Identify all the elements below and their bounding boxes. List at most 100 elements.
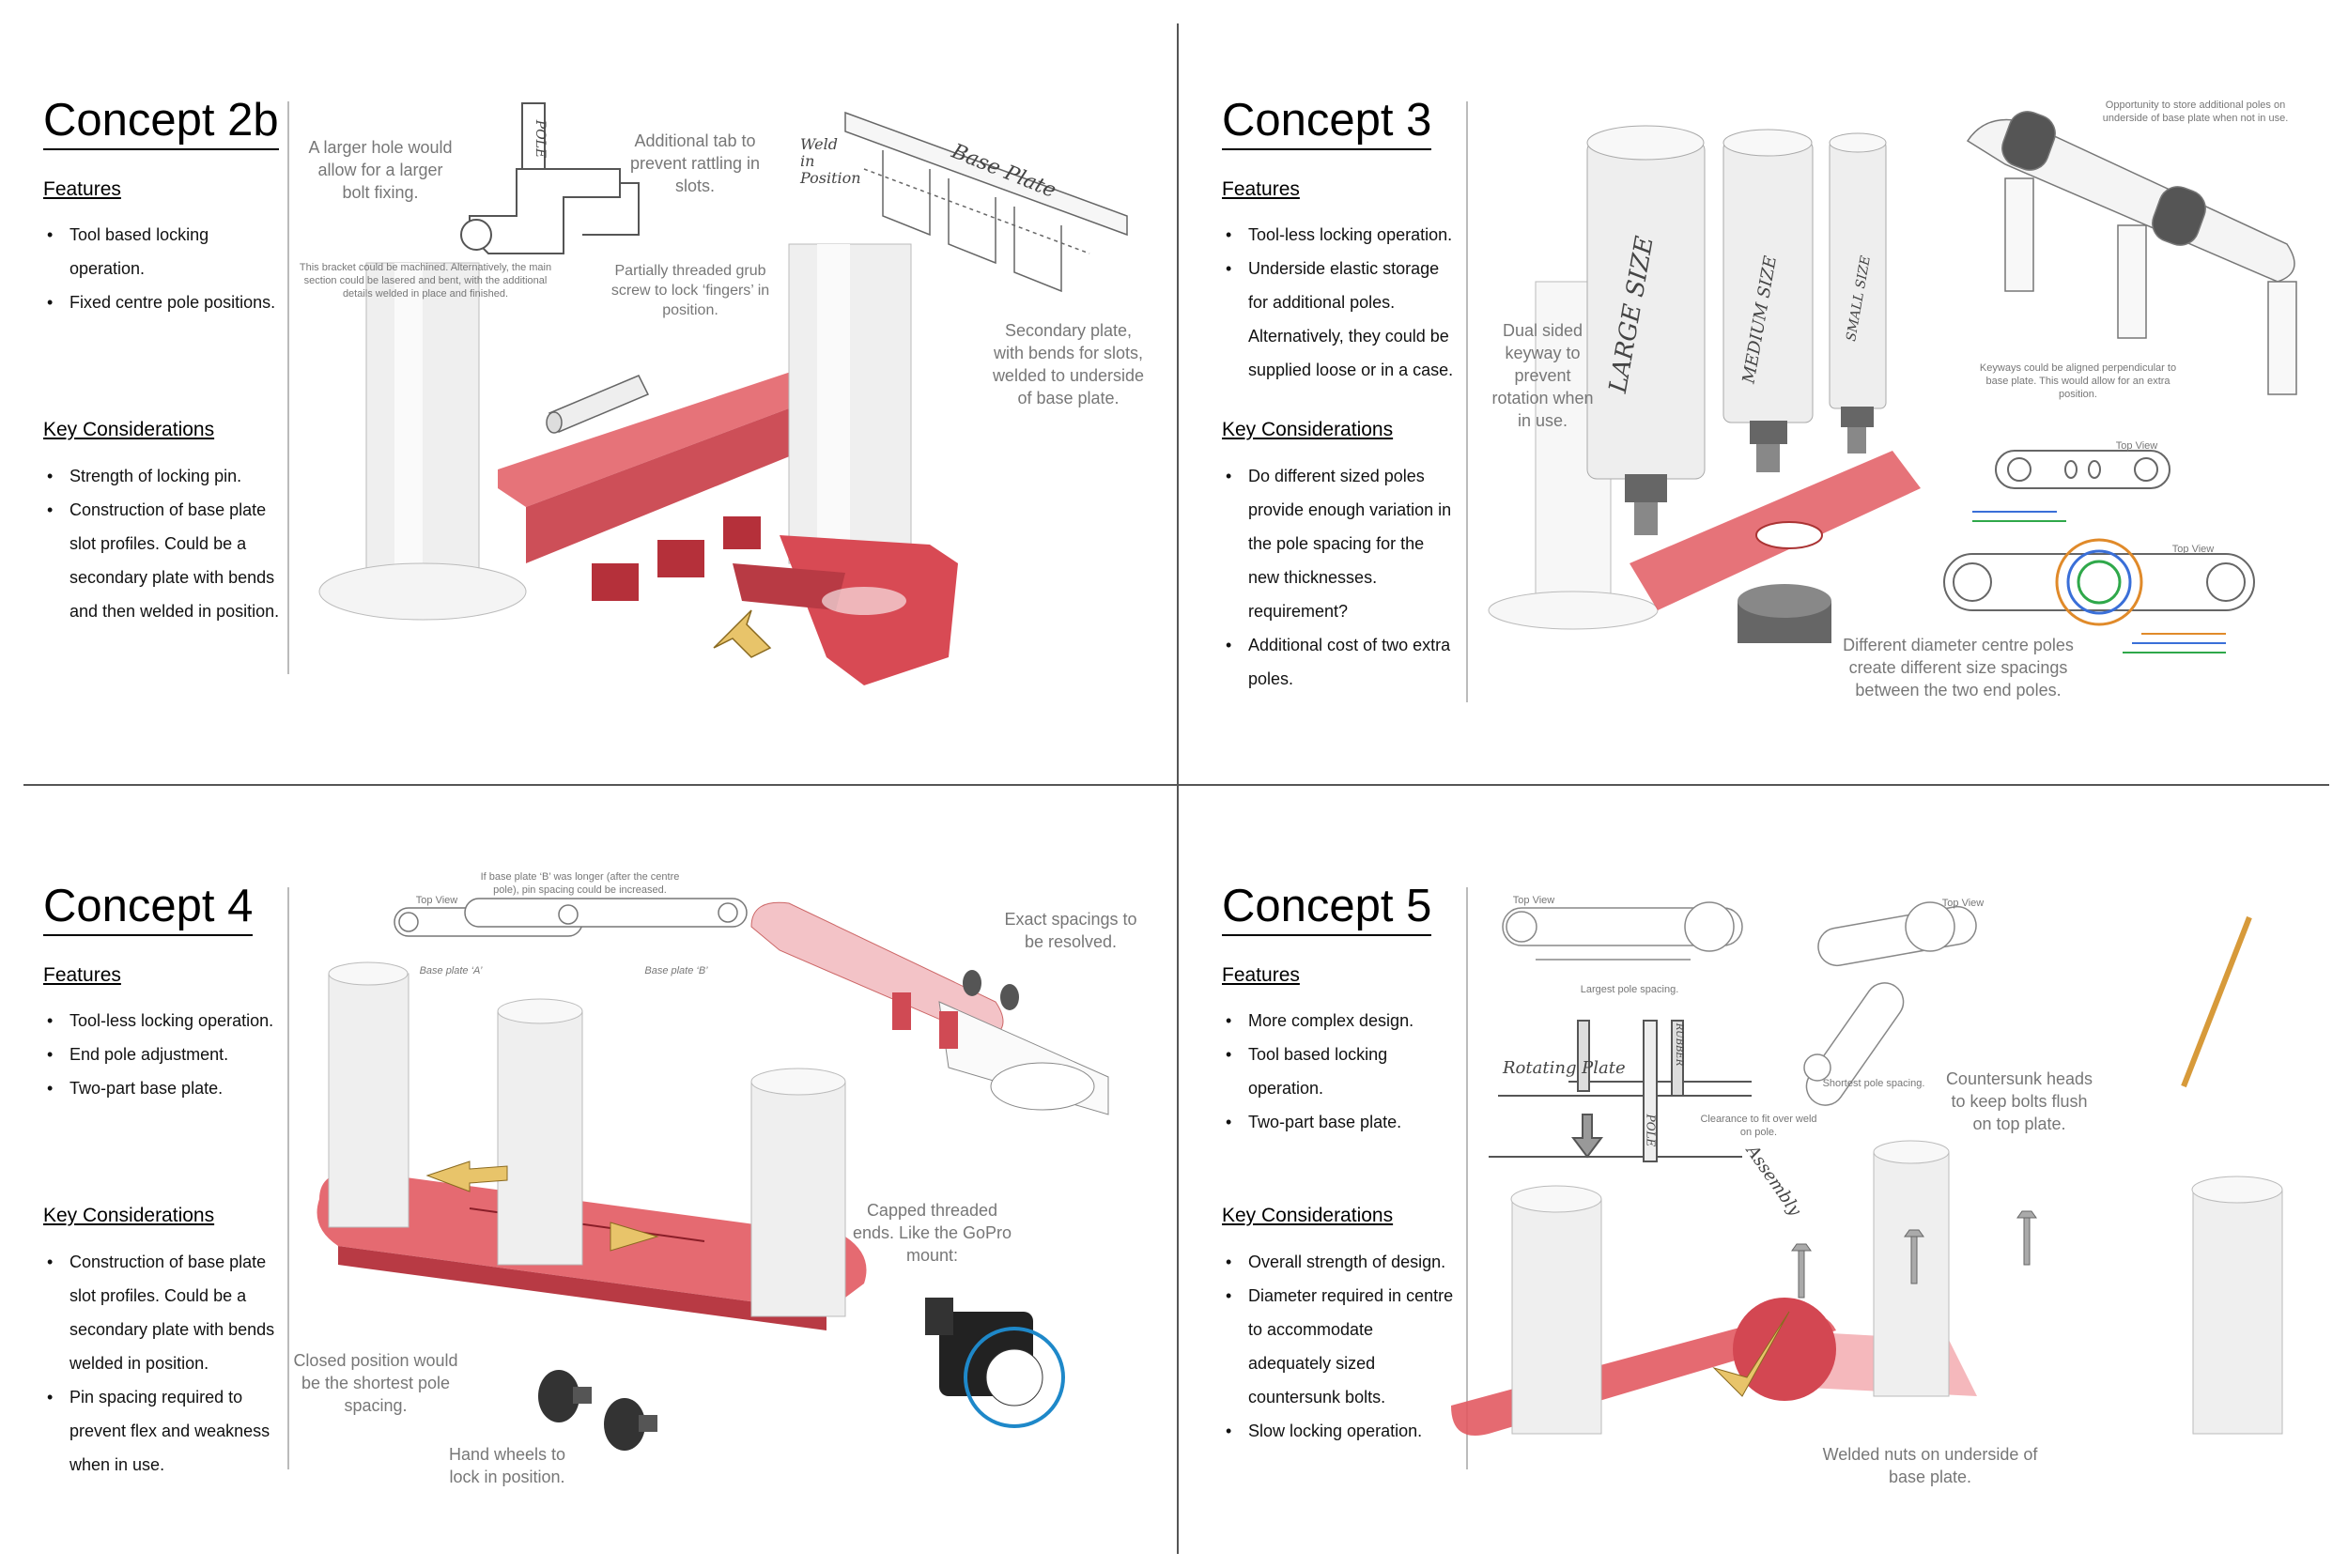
- large-pole: [1586, 125, 1706, 535]
- pole-label: POLE: [533, 119, 548, 159]
- panel-concept-2b: Concept 2b Features Tool based locking o…: [0, 0, 1174, 782]
- concept-3-sketch: [1488, 111, 2297, 653]
- locking-clamp: [733, 535, 958, 685]
- list-item: Tool-less locking operation.: [1222, 218, 1459, 252]
- base-plate-b-label: Base plate ‘B’: [644, 965, 708, 976]
- list-item: Tool based locking operation.: [43, 218, 280, 285]
- slide-detail: [750, 901, 1109, 1115]
- closed-position-note: Closed position would be the shortest po…: [293, 1351, 458, 1415]
- top-view-1: [1502, 901, 1743, 961]
- base-plate-a-label: Base plate ‘A’: [419, 965, 483, 976]
- top-view-label-1: Top View: [1512, 895, 1555, 906]
- pole-right: [750, 1068, 846, 1317]
- bracket-note: This bracket could be machined. Alternat…: [299, 262, 552, 300]
- features-list: Tool-less locking operation. Underside e…: [1222, 218, 1459, 387]
- rubber-label: RUBBER: [1674, 1022, 1685, 1067]
- top-view-1: [1995, 450, 2170, 489]
- list-item: Two-part base plate.: [1222, 1105, 1459, 1139]
- assembly-check-icon: [1712, 1311, 1790, 1397]
- considerations-heading: Key Considerations: [43, 1205, 215, 1226]
- horizontal-divider: [23, 784, 2329, 786]
- secondary-plate-note: Secondary plate, with bends for slots, w…: [992, 321, 1145, 407]
- panel-concept-4: Concept 4 Features Tool-less locking ope…: [0, 786, 1174, 1568]
- countersunk-bolts: [1791, 1210, 2037, 1299]
- panel-rule: [287, 101, 289, 674]
- panel-title: Concept 5: [1222, 880, 1432, 936]
- features-heading: Features: [1222, 178, 1300, 200]
- countersunk-note: Countersunk heads to keep bolts flush on…: [1945, 1069, 2093, 1133]
- gopro-mount: [925, 1298, 1065, 1428]
- shortest-spacing-label: Shortest pole spacing.: [1822, 1078, 1925, 1089]
- list-item: Two-part base plate.: [43, 1071, 280, 1105]
- list-item: Do different sized poles provide enough …: [1222, 459, 1459, 628]
- clearance-label: Clearance to fit over weld on pole.: [1700, 1114, 1817, 1138]
- hand-wheel-1: [538, 1370, 592, 1422]
- small-pole: [1829, 132, 1887, 453]
- hand-wheel-2: [604, 1398, 657, 1451]
- welded-nuts-note: Welded nuts on underside of base plate.: [1822, 1445, 2038, 1486]
- medium-pole: [1722, 129, 1814, 472]
- vertical-divider: [1177, 23, 1179, 1554]
- list-item: End pole adjustment.: [43, 1038, 280, 1071]
- top-view-sketch: [394, 898, 748, 937]
- panel-rule: [1466, 101, 1468, 702]
- pole-middle: [497, 998, 583, 1266]
- hand-wheels-note: Hand wheels to lock in position.: [448, 1445, 566, 1486]
- dual-keyway-note: Dual sided keyway to prevent rotation wh…: [1491, 321, 1594, 430]
- features-heading: Features: [43, 178, 121, 200]
- considerations-list: Strength of locking pin. Construction of…: [43, 459, 280, 628]
- features-list: Tool-less locking operation. End pole ad…: [43, 1004, 280, 1105]
- red-base-plate: [498, 366, 826, 601]
- panel-title: Concept 4: [43, 880, 254, 936]
- longer-plate-note: If base plate ‘B’ was longer (after the …: [480, 871, 680, 896]
- panel-concept-3: Concept 3 Features Tool-less locking ope…: [1179, 0, 2348, 782]
- considerations-heading: Key Considerations: [43, 419, 215, 440]
- panel-title: Concept 2b: [43, 94, 279, 150]
- considerations-heading: Key Considerations: [1222, 419, 1394, 440]
- top-view-label-2: Top View: [1941, 898, 1985, 909]
- features-list: More complex design. Tool based locking …: [1222, 1004, 1459, 1139]
- list-item: Construction of base plate slot profiles…: [43, 493, 280, 628]
- cap-knob: [1738, 584, 1831, 643]
- left-arrow: [425, 1161, 508, 1192]
- list-item: Additional cost of two extra poles.: [1222, 628, 1459, 696]
- largest-spacing-label: Largest pole spacing.: [1580, 984, 1679, 995]
- pole-left: [328, 961, 409, 1228]
- pole-label: POLE: [1644, 1114, 1658, 1147]
- features-list: Tool based locking operation. Fixed cent…: [43, 218, 280, 319]
- grub-screw: [546, 375, 650, 434]
- concept-5-sketch: [1451, 901, 2283, 1436]
- panel-concept-5: Concept 5 Features More complex design. …: [1179, 786, 2348, 1568]
- direction-arrow: [713, 609, 772, 658]
- features-heading: Features: [1222, 964, 1300, 986]
- concept-2b-sketch: [318, 102, 1128, 685]
- list-item: Pin spacing required to prevent flex and…: [43, 1380, 280, 1482]
- list-item: Tool based locking operation.: [1222, 1038, 1459, 1105]
- considerations-heading: Key Considerations: [1222, 1205, 1394, 1226]
- panel-rule: [287, 887, 289, 1469]
- weld-label: Weld in Position: [800, 135, 861, 187]
- larger-hole-note: A larger hole would allow for a larger b…: [308, 138, 453, 202]
- top-view-label: Top View: [415, 895, 458, 906]
- pencil-sketch: [2181, 915, 2252, 1088]
- keyways-note: Keyways could be aligned perpendicular t…: [1979, 362, 2177, 400]
- list-item: Strength of locking pin.: [43, 459, 280, 493]
- additional-tab-note: Additional tab to prevent rattling in sl…: [629, 131, 761, 195]
- list-item: Tool-less locking operation.: [43, 1004, 280, 1038]
- exact-spacings-note: Exact spacings to be resolved.: [1004, 910, 1137, 951]
- features-heading: Features: [43, 964, 121, 986]
- top-view-label-2: Top View: [2171, 544, 2215, 555]
- right-arrow: [610, 1222, 659, 1252]
- storage-sketch: [1966, 111, 2297, 395]
- storage-note: Opportunity to store additional poles on…: [2102, 100, 2289, 124]
- list-item: More complex design.: [1222, 1004, 1459, 1038]
- left-pole: [318, 262, 527, 621]
- top-view-2: [1803, 901, 1977, 1106]
- bracket-sketch: [460, 102, 640, 254]
- rotating-plate-section: [1489, 1020, 1752, 1162]
- list-item: Diameter required in centre to accommoda…: [1222, 1279, 1459, 1414]
- rotating-plate-label: Rotating Plate: [1503, 1058, 1626, 1078]
- considerations-list: Construction of base plate slot profiles…: [43, 1245, 280, 1482]
- list-item: Fixed centre pole positions.: [43, 285, 280, 319]
- list-item: Overall strength of design.: [1222, 1245, 1459, 1279]
